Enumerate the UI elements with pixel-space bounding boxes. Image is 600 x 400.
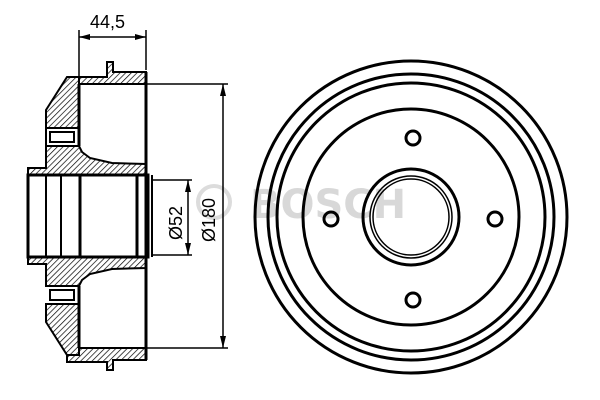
bolt-hole-right: [486, 210, 504, 228]
center-bore-inner: [372, 178, 450, 256]
front-view: [253, 59, 569, 375]
outer-diameter-label: Ø180: [199, 198, 219, 242]
bolt-holes: [322, 129, 504, 309]
dimension-width: 44,5: [78, 12, 147, 78]
center-bore-mid: [369, 175, 453, 259]
dimension-inner-diameter: Ø52: [152, 179, 192, 256]
dimension-outer-diameter: Ø180: [146, 83, 228, 349]
hub-face-circle: [301, 107, 521, 327]
inner-diameter-label: Ø52: [166, 206, 186, 240]
rim-circle-3: [275, 81, 547, 353]
bolt-hole-left: [322, 210, 340, 228]
center-bore-outer: [361, 167, 461, 267]
rim-circle-2: [266, 72, 556, 362]
side-section-view: [26, 61, 153, 371]
outer-rim-circle: [253, 59, 569, 375]
watermark-text: BOSCH: [250, 182, 406, 228]
width-dimension-label: 44,5: [90, 12, 125, 32]
bolt-hole-bottom: [404, 291, 422, 309]
bolt-hole-top: [404, 129, 422, 147]
